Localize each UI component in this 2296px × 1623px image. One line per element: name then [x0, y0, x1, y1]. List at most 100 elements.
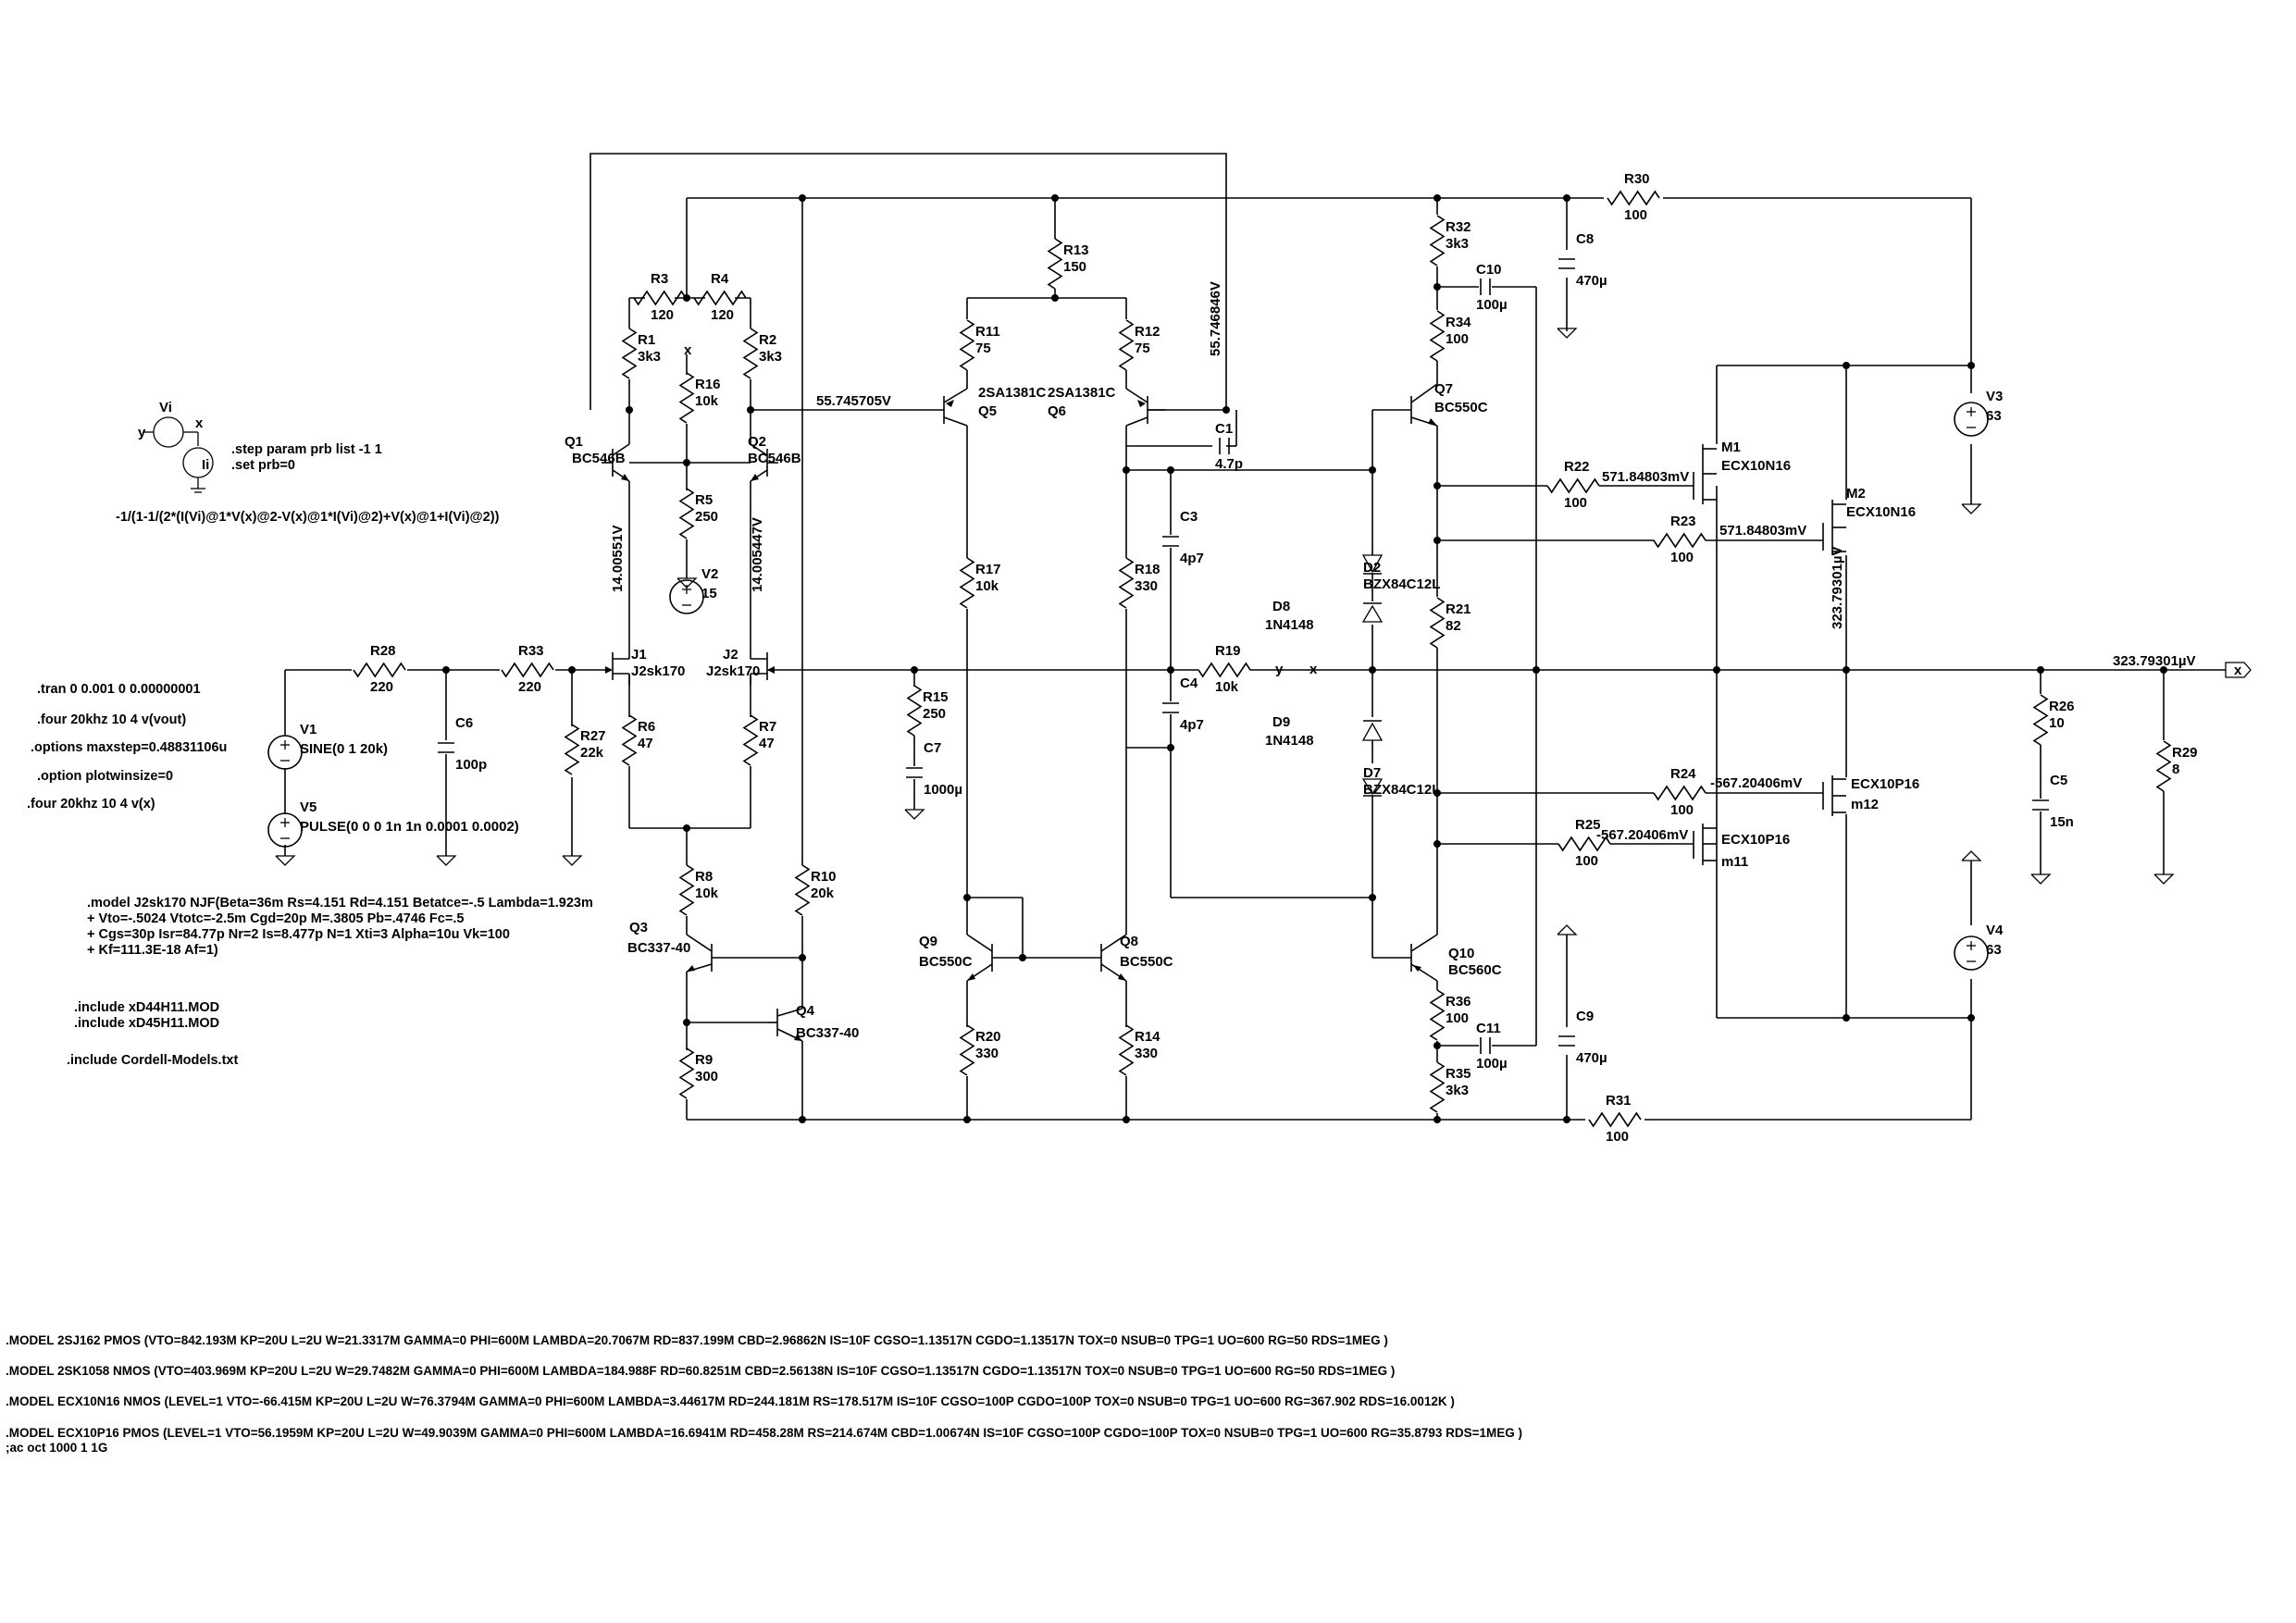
m1-part: ECX10N16 [1721, 458, 1791, 474]
q4-symbol[interactable] [768, 1008, 803, 1042]
d8-symbol[interactable] [1361, 602, 1384, 623]
q5-symbol[interactable] [925, 388, 968, 427]
v4-ref: V4 [1986, 923, 2004, 938]
q6-symbol[interactable] [1125, 388, 1166, 427]
c4-value: 4p7 [1180, 717, 1204, 733]
c9-ref: C9 [1576, 1009, 1594, 1024]
r21-value: 82 [1446, 618, 1461, 634]
q1-symbol[interactable] [602, 443, 630, 482]
d8-ref: D8 [1272, 599, 1290, 614]
d7-symbol[interactable] [1361, 778, 1384, 797]
directive-step: .step param prb list -1 1 [231, 442, 382, 457]
r17-ref: R17 [975, 562, 1001, 577]
directive-expression: -1/(1-1/(2*(I(Vi)@1*V(x)@2-V(x)@1*I(Vi)@… [116, 510, 500, 525]
q7-symbol[interactable] [1410, 383, 1438, 427]
voltage-r24-node: -567.20406mV [1710, 775, 1802, 791]
supply-arrow-icon [1557, 924, 1578, 935]
output-port[interactable] [2225, 662, 2252, 678]
q3-symbol[interactable] [686, 934, 713, 973]
m12-part: ECX10P16 [1851, 776, 1919, 792]
m2-symbol[interactable] [1822, 500, 1846, 555]
vi-probe-symbol[interactable] [144, 416, 214, 493]
m11-symbol[interactable] [1693, 824, 1717, 865]
q8-symbol[interactable] [1100, 934, 1127, 982]
q8-part: BC550C [1120, 954, 1173, 970]
q2-symbol[interactable] [750, 443, 778, 482]
r4-value: 120 [711, 307, 734, 323]
r11-ref: R11 [975, 324, 1000, 340]
m11-ref: m11 [1721, 854, 1748, 870]
j2-symbol[interactable] [750, 648, 775, 685]
m12-symbol[interactable] [1822, 775, 1846, 816]
c1-capacitor[interactable]: C14.7p [1215, 421, 1243, 472]
q9-symbol[interactable] [966, 934, 993, 982]
m1-symbol[interactable] [1693, 444, 1717, 504]
c7-value: 1000µ [924, 782, 962, 798]
q2-ref: Q2 [748, 434, 766, 450]
d2-symbol[interactable] [1361, 554, 1384, 588]
include-d45h11: .include xD45H11.MOD [74, 1016, 219, 1031]
model-ecx10p16: .MODEL ECX10P16 PMOS (LEVEL=1 VTO=56.195… [6, 1426, 1522, 1440]
d9-symbol[interactable] [1361, 720, 1384, 741]
q3-part: BC337-40 [627, 940, 690, 956]
r12-ref: R12 [1135, 324, 1160, 340]
q10-symbol[interactable] [1410, 934, 1438, 982]
j1-symbol[interactable] [605, 648, 630, 685]
directive-four-vout: .four 20khz 10 4 v(vout) [37, 712, 186, 727]
